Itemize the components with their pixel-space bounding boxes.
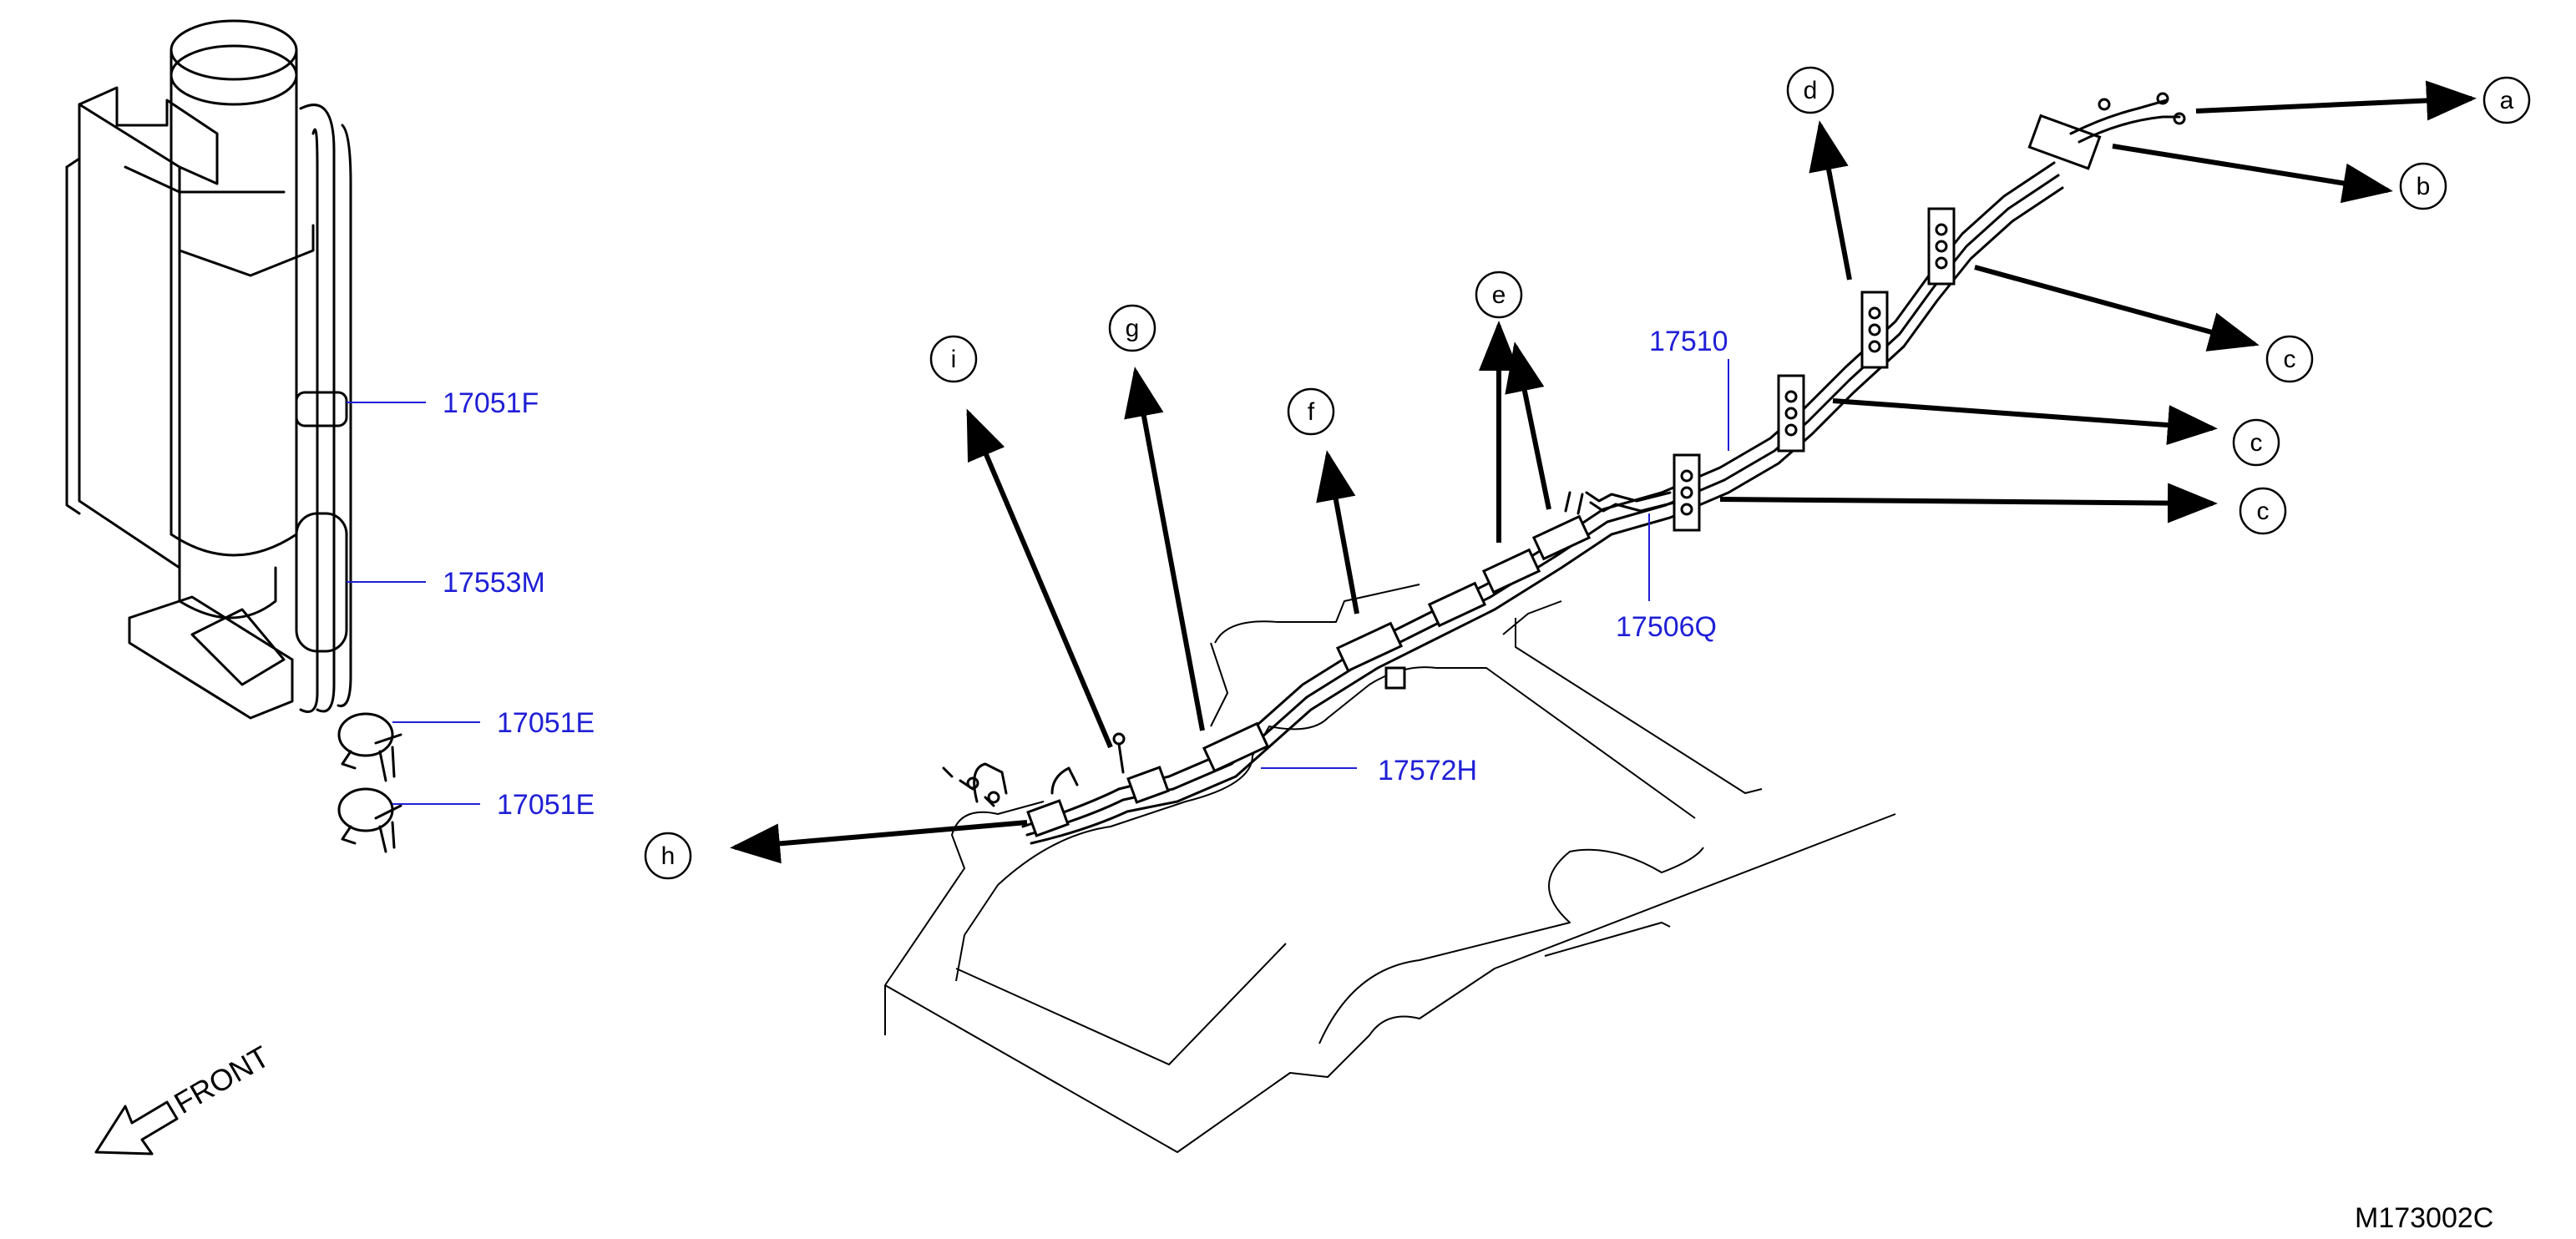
drawing-code: M173002C (2355, 1202, 2493, 1234)
part-label-17572H[interactable]: 17572H (1378, 755, 1477, 786)
front-arrow-icon (94, 1100, 179, 1156)
part-label-17051F[interactable]: 17051F (443, 387, 539, 419)
callout-bubble-f: f (1287, 387, 1335, 436)
part-label-17510[interactable]: 17510 (1649, 326, 1728, 357)
callout-letter-b: b (2417, 173, 2431, 200)
callout-letter-c: c (2257, 498, 2270, 525)
callout-bubble-d: d (1786, 66, 1835, 114)
callout-bubble-g: g (1108, 304, 1156, 352)
clamp-lower (337, 787, 402, 853)
callout-bubble-c2: c (2232, 418, 2280, 467)
callout-letter-e: e (1492, 281, 1506, 309)
clamp-upper (337, 712, 402, 782)
callout-arrows (730, 80, 2477, 864)
callout-letter-h: h (661, 842, 676, 870)
callout-letter-f: f (1308, 398, 1315, 426)
callout-bubble-e: e (1475, 271, 1523, 319)
front-direction-indicator: FRONT (94, 1039, 276, 1156)
callout-letter-i: i (951, 346, 957, 373)
callout-letter-g: g (1126, 315, 1140, 342)
callout-letter-c: c (2250, 429, 2263, 457)
callout-bubble-a: a (2482, 76, 2531, 124)
callout-bubble-b: b (2399, 162, 2447, 210)
callout-letter-d: d (1804, 77, 1818, 104)
leader-lines (347, 359, 1729, 805)
fuel-tube-assembly (942, 92, 2186, 845)
fuel-filter-assembly (65, 19, 352, 720)
part-label-17506Q[interactable]: 17506Q (1616, 611, 1717, 643)
part-label-17051E-upper[interactable]: 17051E (497, 707, 595, 739)
part-label-17051E-lower[interactable]: 17051E (497, 789, 595, 821)
part-label-17553M[interactable]: 17553M (443, 567, 545, 599)
callout-letter-a: a (2500, 87, 2514, 114)
front-label: FRONT (169, 1039, 276, 1120)
callout-letter-c: c (2284, 346, 2296, 373)
callout-bubble-h: h (644, 832, 692, 880)
callout-bubble-c3: c (2239, 487, 2287, 535)
callout-bubble-c1: c (2265, 335, 2314, 383)
callout-bubble-i: i (929, 335, 978, 383)
